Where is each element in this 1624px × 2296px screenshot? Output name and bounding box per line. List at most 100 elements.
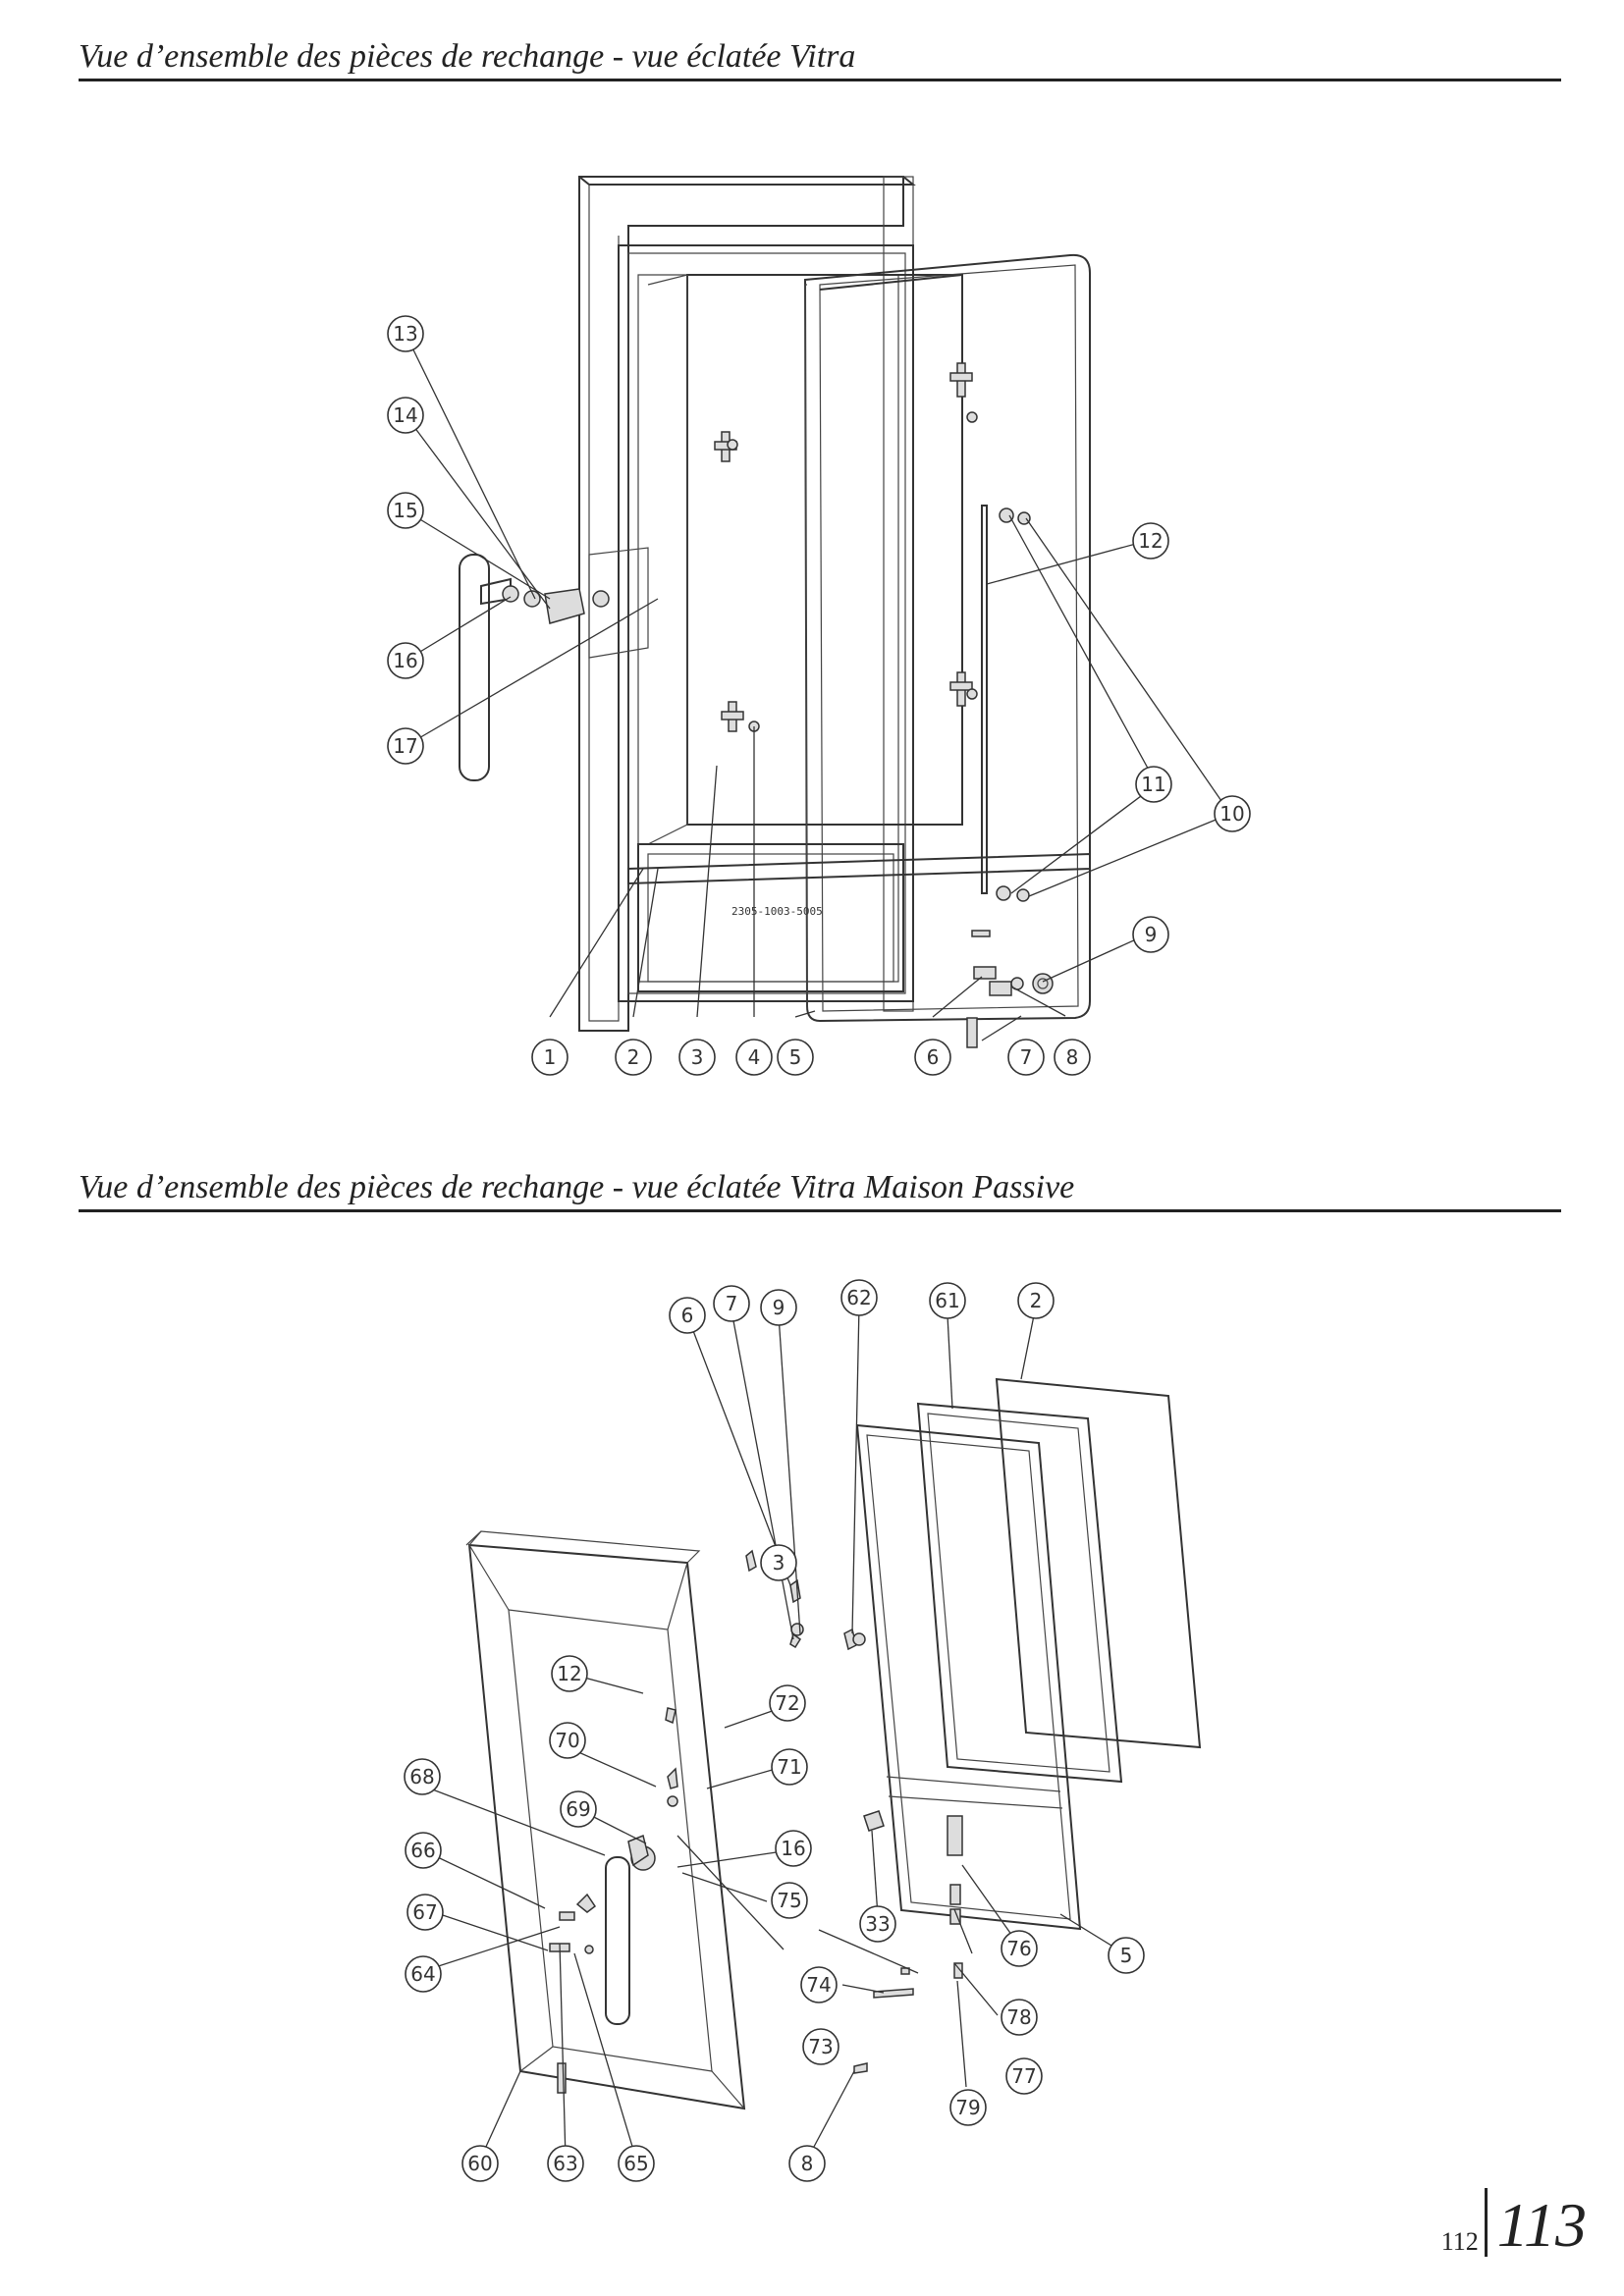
svg-text:13: 13 <box>393 322 417 346</box>
callout-75: 75 <box>771 1882 808 1919</box>
svg-text:5: 5 <box>789 1045 802 1069</box>
svg-text:8: 8 <box>1066 1045 1079 1069</box>
section-title-vitra-maison-passive: Vue d’ensemble des pièces de rechange - … <box>79 1168 1561 1212</box>
callout-68: 68 <box>404 1758 441 1795</box>
svg-text:69: 69 <box>566 1797 590 1821</box>
svg-text:3: 3 <box>691 1045 704 1069</box>
callout-67: 67 <box>406 1894 444 1931</box>
svg-text:14: 14 <box>393 403 417 427</box>
svg-text:33: 33 <box>865 1912 890 1936</box>
svg-text:72: 72 <box>775 1691 799 1715</box>
callout-71: 71 <box>771 1748 808 1786</box>
callout-16: 16 <box>775 1830 812 1867</box>
svg-text:74: 74 <box>806 1973 831 1997</box>
callout-17: 17 <box>387 727 424 765</box>
callout-5: 5 <box>777 1039 814 1076</box>
svg-text:12: 12 <box>557 1662 581 1685</box>
callout-9: 9 <box>1132 916 1169 953</box>
callout-13: 13 <box>387 315 424 352</box>
door-inner-frame <box>618 244 914 1002</box>
callout-6: 6 <box>669 1297 706 1334</box>
svg-text:60: 60 <box>467 2152 492 2175</box>
callout-7: 7 <box>1007 1039 1045 1076</box>
locking-rod-part <box>981 505 988 894</box>
svg-text:64: 64 <box>410 1962 435 1986</box>
svg-text:2: 2 <box>1030 1289 1043 1312</box>
serial-number: 2305-1003-5005 <box>731 905 823 918</box>
callout-11: 11 <box>1135 766 1172 803</box>
handle-part-63 <box>557 1834 656 2094</box>
svg-text:70: 70 <box>555 1729 579 1752</box>
callout-leaders-2 <box>421 1305 1125 2161</box>
callout-1: 1 <box>531 1039 568 1076</box>
page-number-right: 113 <box>1496 2190 1587 2260</box>
svg-text:9: 9 <box>773 1296 785 1319</box>
callout-65: 65 <box>618 2145 655 2182</box>
svg-text:1: 1 <box>544 1045 557 1069</box>
callout-12: 12 <box>551 1655 588 1692</box>
svg-text:9: 9 <box>1145 923 1158 946</box>
svg-text:71: 71 <box>777 1755 801 1779</box>
glass-seal-part <box>916 1402 1123 1784</box>
svg-text:75: 75 <box>777 1889 801 1912</box>
callout-79: 79 <box>949 2089 987 2126</box>
svg-text:67: 67 <box>412 1900 437 1924</box>
callout-33: 33 <box>859 1905 896 1943</box>
callout-78: 78 <box>1001 1999 1038 2036</box>
callout-8: 8 <box>788 2145 826 2182</box>
svg-text:79: 79 <box>955 2096 980 2119</box>
page-separator <box>1484 2188 1488 2257</box>
glass-pane-front <box>819 273 963 826</box>
svg-text:2: 2 <box>627 1045 640 1069</box>
page-numbers: 112 113 <box>1441 2188 1587 2257</box>
svg-text:15: 15 <box>393 499 417 522</box>
svg-text:12: 12 <box>1138 529 1163 553</box>
svg-text:3: 3 <box>773 1551 785 1575</box>
svg-text:4: 4 <box>748 1045 761 1069</box>
callout-76: 76 <box>1001 1930 1038 1967</box>
svg-text:16: 16 <box>781 1837 805 1860</box>
callout-6: 6 <box>914 1039 951 1076</box>
svg-text:10: 10 <box>1219 802 1244 826</box>
callout-2: 2 <box>615 1039 652 1076</box>
callout-9: 9 <box>760 1289 797 1326</box>
screw-parts <box>996 507 1031 902</box>
svg-text:17: 17 <box>393 734 417 758</box>
callout-66: 66 <box>405 1832 442 1869</box>
callout-3: 3 <box>678 1039 716 1076</box>
glass-frame-part-2 <box>855 1423 1082 1931</box>
lower-bar <box>627 852 1091 885</box>
callout-74: 74 <box>800 1966 838 2003</box>
callout-72: 72 <box>769 1684 806 1722</box>
callout-62: 62 <box>840 1279 878 1316</box>
callout-2: 2 <box>1017 1282 1055 1319</box>
page-number-left: 112 <box>1440 2227 1479 2256</box>
svg-text:63: 63 <box>553 2152 577 2175</box>
callout-8: 8 <box>1054 1039 1091 1076</box>
door-body-part <box>465 1530 746 2110</box>
svg-text:77: 77 <box>1011 2064 1036 2088</box>
callout-70: 70 <box>549 1722 586 1759</box>
glass-frame-part <box>803 253 1091 1023</box>
svg-text:11: 11 <box>1141 773 1165 796</box>
svg-text:76: 76 <box>1006 1937 1031 1960</box>
callout-61: 61 <box>929 1282 966 1319</box>
glass-pane-part <box>995 1377 1202 1749</box>
svg-text:65: 65 <box>623 2152 648 2175</box>
svg-text:68: 68 <box>409 1765 434 1789</box>
svg-text:78: 78 <box>1006 2005 1031 2029</box>
svg-text:16: 16 <box>393 649 417 672</box>
svg-text:6: 6 <box>927 1045 940 1069</box>
hinge-parts <box>966 930 1054 1048</box>
callout-4: 4 <box>735 1039 773 1076</box>
callout-7: 7 <box>713 1285 750 1322</box>
door-frame-part <box>578 176 916 1032</box>
svg-text:7: 7 <box>1020 1045 1033 1069</box>
section-title-vitra: Vue d’ensemble des pièces de rechange - … <box>79 37 1561 81</box>
callout-73: 73 <box>802 2028 839 2065</box>
svg-text:7: 7 <box>726 1292 738 1315</box>
callout-60: 60 <box>461 2145 499 2182</box>
svg-text:5: 5 <box>1120 1944 1133 1967</box>
exploded-view-vitra: 2305-1003-5005 <box>387 176 1251 1076</box>
door-handle-part <box>459 547 649 781</box>
